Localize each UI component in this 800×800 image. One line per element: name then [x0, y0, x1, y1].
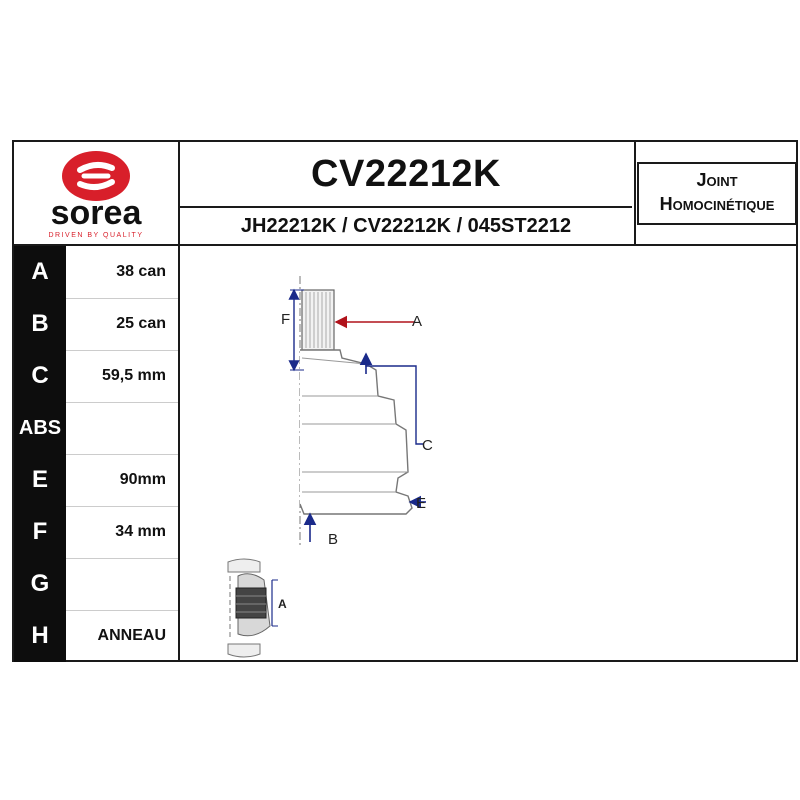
spec-value: 25 can: [116, 315, 166, 332]
detail-section-drawing: [227, 558, 278, 658]
spec-value: 90mm: [119, 471, 166, 488]
spec-value: 34 mm: [115, 523, 166, 540]
stub-shaft: [301, 289, 335, 351]
detail-a-label: A: [278, 597, 287, 611]
product-type-cell: Joint Homocinétique: [634, 142, 798, 244]
spec-letter: B: [14, 298, 66, 350]
technical-drawing: F A C E B: [180, 246, 796, 662]
logo-wordmark: sorea: [51, 194, 143, 232]
spec-value: 59,5 mm: [101, 367, 166, 384]
spec-letter: C: [14, 350, 66, 402]
dimension-e-label: E: [416, 495, 426, 512]
spec-value: 38 can: [116, 263, 166, 280]
spec-letter: ABS: [14, 402, 66, 454]
spec-row-abs: ABS: [14, 402, 178, 455]
spec-letter: H: [14, 610, 66, 662]
dimension-b-label: B: [328, 531, 338, 548]
dimension-table: A 38 can B 25 can C 59,5 mm ABS E 90mm F…: [14, 246, 180, 662]
product-type-line-1: Joint: [696, 169, 738, 190]
spec-letter: F: [14, 506, 66, 558]
spec-letter: A: [14, 246, 66, 298]
cv-joint-drawing: F A C E B: [227, 276, 433, 658]
product-sheet: sorea DRIVEN BY QUALITY CV22212K JH22212…: [12, 140, 798, 662]
product-type: Joint Homocinétique: [637, 161, 797, 225]
reference-cell: CV22212K JH22212K / CV22212K / 045ST2212: [180, 142, 632, 244]
dimension-c-label: C: [422, 437, 433, 454]
joint-body-outline: [299, 349, 413, 515]
product-type-line-2: Homocinétique: [659, 193, 775, 214]
spec-row-b: B 25 can: [14, 298, 178, 351]
spec-row-a: A 38 can: [14, 246, 178, 299]
brand-logo: sorea DRIVEN BY QUALITY: [48, 151, 143, 239]
spec-row-c: C 59,5 mm: [14, 350, 178, 403]
header: sorea DRIVEN BY QUALITY CV22212K JH22212…: [14, 142, 798, 246]
spec-value: ANNEAU: [97, 627, 166, 644]
product-reference: CV22212K: [180, 142, 632, 208]
cross-references: JH22212K / CV22212K / 045ST2212: [240, 214, 572, 237]
spec-value: [66, 402, 166, 454]
dimension-a-label: A: [412, 313, 422, 330]
brand-logo-cell: sorea DRIVEN BY QUALITY: [14, 142, 180, 244]
spec-row-g: G: [14, 558, 178, 611]
joint-body-contours: [301, 357, 408, 493]
spec-row-f: F 34 mm: [14, 506, 178, 559]
spec-row-e: E 90mm: [14, 454, 178, 507]
dimension-f-label: F: [281, 311, 290, 328]
spec-row-h: H ANNEAU: [14, 610, 178, 662]
spec-letter: E: [14, 454, 66, 506]
spec-value: [66, 558, 166, 610]
spec-letter: G: [14, 558, 66, 610]
logo-tagline: DRIVEN BY QUALITY: [48, 232, 143, 239]
